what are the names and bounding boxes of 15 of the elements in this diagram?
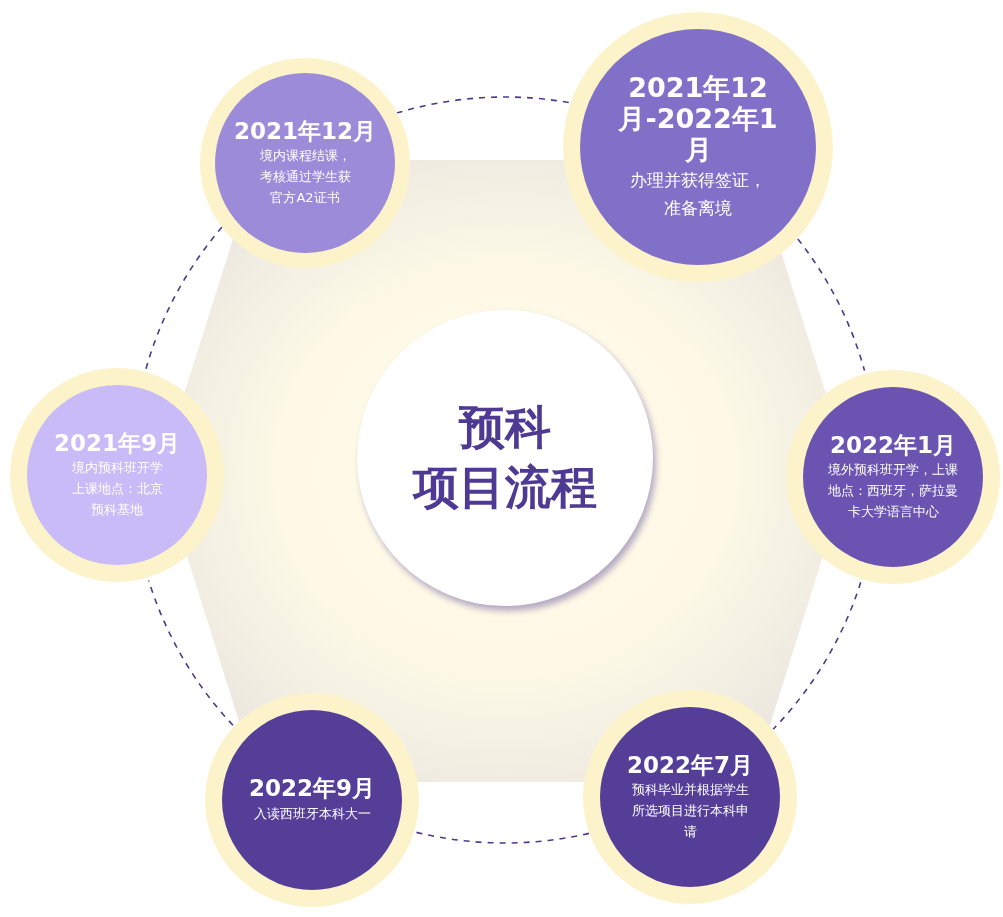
- dashed-connector: [395, 96, 571, 114]
- description-text: 境内课程结课，考核通过学生获官方A2证书: [258, 147, 352, 207]
- date-heading: 2021年12月-2022年1月: [617, 72, 779, 166]
- description-text: 境外预科班开学，上课地点：西班牙，萨拉曼卡大学语言中心: [827, 461, 959, 521]
- dashed-connector: [415, 831, 590, 844]
- description-text: 入读西班牙本科大一: [252, 804, 372, 823]
- date-heading: 2021年12月: [234, 117, 376, 144]
- date-heading: 2022年9月: [249, 775, 375, 802]
- center-label: 预科项目流程: [413, 399, 597, 516]
- date-heading: 2022年1月: [830, 431, 956, 458]
- description-text: 境内预科班开学上课地点：北京预科基地: [70, 459, 164, 519]
- date-heading: 2022年7月: [627, 751, 753, 778]
- description-text: 办理并获得签证，准备离境: [629, 169, 767, 220]
- date-heading: 2021年9月: [54, 429, 180, 456]
- description-text: 预科毕业并根据学生所选项目进行本科申请: [630, 781, 750, 841]
